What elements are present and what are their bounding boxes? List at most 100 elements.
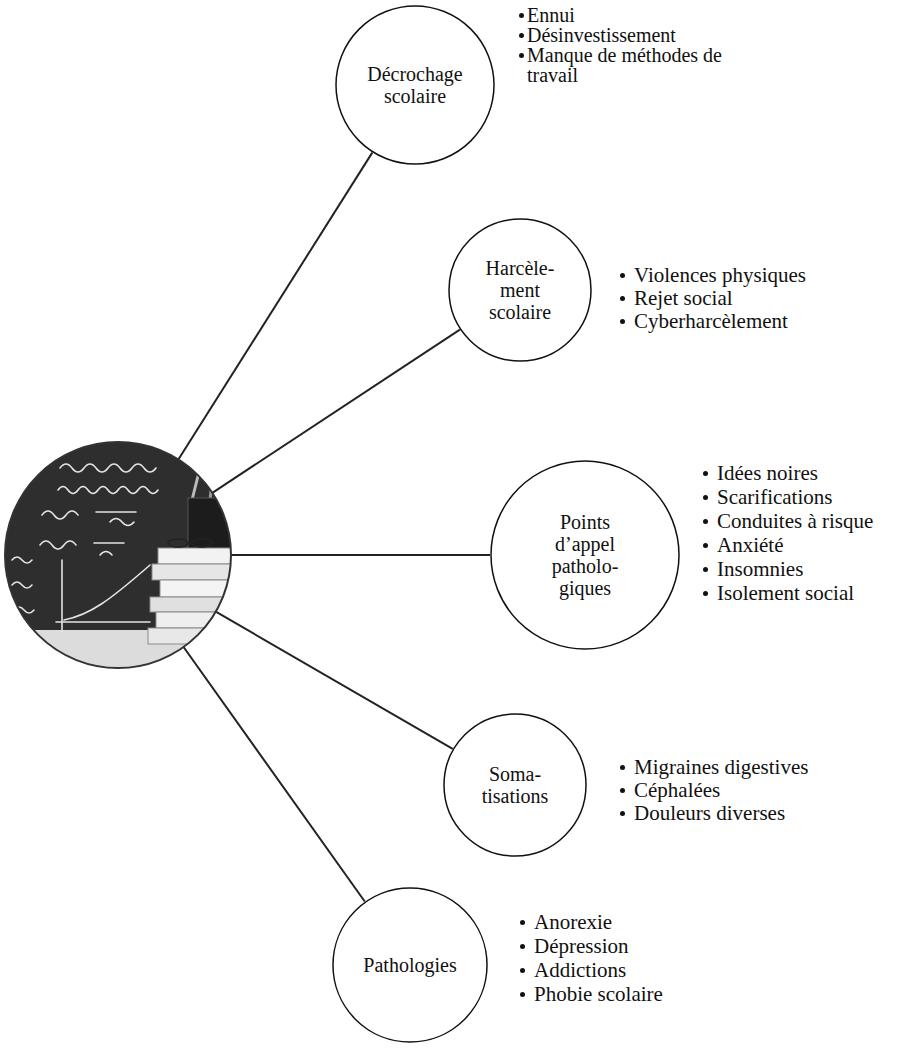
topic-circle: Soma- tisations: [443, 713, 587, 857]
circle-shape: [333, 888, 487, 1042]
pencil-cup: [188, 462, 232, 550]
glasses-lens: [192, 539, 212, 547]
bullet-list: EnnuiDésinvestissementManque de méthodes…: [519, 5, 755, 85]
topic-circle: Pathologies: [332, 887, 488, 1043]
topic-circle: Décrochage scolaire: [335, 5, 495, 165]
bullet-dot: [620, 296, 625, 301]
bullet-item: Insomnies: [717, 557, 803, 581]
bullet-row: Isolement social: [703, 581, 873, 605]
leader-line: [212, 330, 460, 493]
leader-line: [231, 554, 490, 556]
bullet-dot: [703, 567, 708, 572]
bullet-row: Conduites à risque: [703, 509, 873, 533]
bullet-dot: [703, 543, 708, 548]
bullet-list: Idées noiresScarificationsConduites à ri…: [703, 461, 873, 605]
bullet-row: Ennui: [519, 5, 755, 25]
glasses-bridge: [188, 542, 192, 544]
bullet-item: Rejet social: [634, 287, 733, 310]
bullet-dot: [520, 920, 525, 925]
bullet-row: Douleurs diverses: [620, 802, 808, 825]
topic-circle: Points d’appel patholo- giques: [490, 460, 680, 650]
classroom-picture: [0, 440, 240, 670]
bullet-row: Phobie scolaire: [520, 982, 663, 1006]
bullet-item: Phobie scolaire: [534, 982, 663, 1006]
circle-shape: [491, 461, 679, 649]
bullet-item: Violences physiques: [634, 264, 806, 287]
glasses: [168, 539, 212, 547]
circle-shape: [444, 714, 586, 856]
bullet-item: Dépression: [534, 934, 628, 958]
chalk-scribbles: [12, 464, 158, 632]
book: [158, 548, 236, 564]
bullet-row: Anxiété: [703, 533, 873, 557]
book: [150, 597, 240, 612]
desk: [0, 630, 240, 670]
bullet-dot: [520, 968, 525, 973]
cup: [188, 498, 232, 550]
bullet-item: Anxiété: [717, 533, 783, 557]
chalk-line: [42, 511, 136, 526]
bullet-dot: [703, 495, 708, 500]
circle-shape: [449, 219, 591, 361]
leader-line: [178, 153, 372, 460]
bullet-item: Céphalées: [634, 779, 720, 802]
topic-title: Points d’appel patholo- giques: [552, 511, 619, 599]
bullet-item: Anorexie: [534, 910, 612, 934]
bullet-row: Migraines digestives: [620, 756, 808, 779]
bullet-row: Violences physiques: [620, 264, 806, 287]
bullet-dot: [620, 273, 625, 278]
pencil: [222, 470, 226, 500]
bullet-dot: [620, 788, 625, 793]
bullet-dot: [519, 53, 524, 58]
bullet-dot: [620, 811, 625, 816]
bullet-item: Cyberharcèlement: [634, 310, 788, 333]
bullet-row: Cyberharcèlement: [620, 310, 806, 333]
bullet-row: Désinvestissement: [519, 25, 755, 45]
bullet-dot: [520, 992, 525, 997]
bullet-dot: [520, 944, 525, 949]
bullet-dot: [620, 765, 625, 770]
topic-circle: Harcèle- ment scolaire: [448, 218, 592, 362]
topic-title: Harcèle- ment scolaire: [486, 257, 555, 323]
bullet-item: Désinvestissement: [527, 25, 676, 45]
bullet-item: Conduites à risque: [717, 509, 873, 533]
bullet-dot: [703, 519, 708, 524]
bullet-row: Anorexie: [520, 910, 663, 934]
topic-title: Soma- tisations: [482, 763, 549, 807]
bullet-list: Migraines digestivesCéphaléesDouleurs di…: [620, 756, 808, 825]
bullet-item: Addictions: [534, 958, 626, 982]
bullet-item: Ennui: [527, 5, 575, 25]
bullet-list: AnorexieDépressionAddictionsPhobie scola…: [520, 910, 663, 1006]
bullet-row: Dépression: [520, 934, 663, 958]
bullet-row: Idées noires: [703, 461, 873, 485]
bullet-item: Isolement social: [717, 581, 854, 605]
chalk-curve: [64, 565, 150, 620]
bullet-row: Rejet social: [620, 287, 806, 310]
bullet-row: Manque de méthodes de travail: [519, 45, 755, 85]
bullet-item: Idées noires: [717, 461, 818, 485]
chalkboard: [0, 440, 240, 635]
topic-title: Pathologies: [363, 954, 456, 976]
bullet-row: Insomnies: [703, 557, 873, 581]
chalk-line: [40, 541, 124, 555]
topic-title: Décrochage scolaire: [367, 63, 463, 107]
glasses-lens: [168, 539, 188, 547]
bullet-dot: [519, 13, 524, 18]
chalk-line: [58, 487, 158, 494]
bullet-item: Migraines digestives: [634, 756, 808, 779]
leader-line: [216, 612, 453, 749]
leader-line: [184, 647, 365, 901]
book: [152, 564, 238, 580]
bullet-row: Céphalées: [620, 779, 808, 802]
bullet-dot: [703, 471, 708, 476]
book: [156, 612, 240, 628]
bullet-list: Violences physiquesRejet socialCyberharc…: [620, 264, 806, 333]
picture-outline: [5, 442, 231, 668]
circle-shape: [336, 6, 494, 164]
bullet-dot: [519, 33, 524, 38]
book: [148, 628, 240, 644]
chalk-line: [60, 464, 156, 472]
bullet-item: Douleurs diverses: [634, 802, 785, 825]
bullet-item: Scarifications: [717, 485, 832, 509]
